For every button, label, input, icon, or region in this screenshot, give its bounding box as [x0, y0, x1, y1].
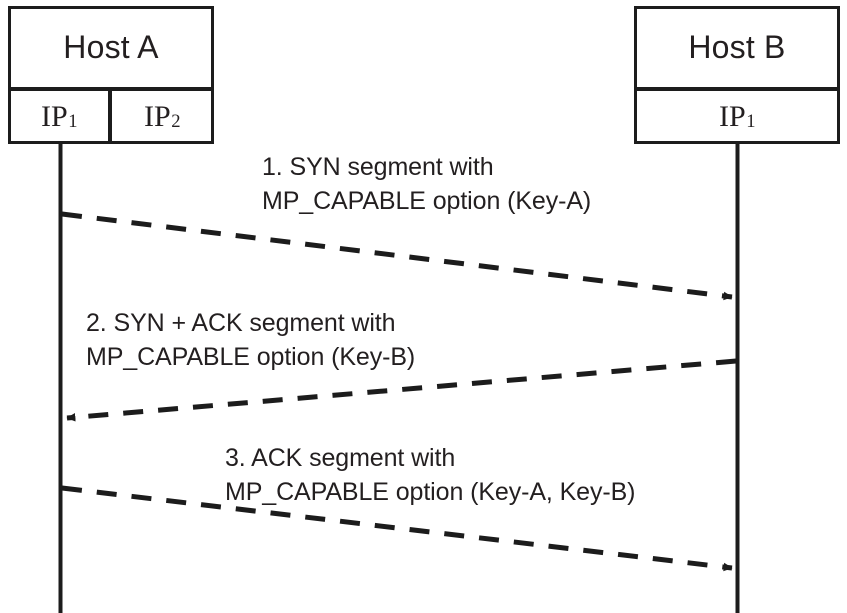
host-a-address-ip2-label: IP: [144, 99, 171, 133]
message-arrow-1: [61, 211, 733, 301]
message-label-1-line2: MP_CAPABLE option (Key-A): [262, 187, 592, 215]
message-label-3-line2: MP_CAPABLE option (Key-A, Key-B): [225, 478, 636, 506]
host-b-title-divider: [634, 87, 840, 91]
message-label-3: 3. ACK segment with MP_CAPABLE option (K…: [225, 441, 635, 509]
host-b-title: Host B: [688, 29, 786, 65]
message-label-2-line2: MP_CAPABLE option (Key-B): [86, 343, 416, 371]
host-a-ip-divider: [108, 89, 112, 144]
host-a-address-ip1-label: IP: [41, 99, 68, 133]
message-label-1: 1. SYN segment with MP_CAPABLE option (K…: [262, 150, 591, 218]
message-arrow-2: [66, 358, 737, 422]
message-label-1-line1: 1. SYN segment with: [262, 153, 494, 181]
message-arrow-3: [61, 485, 733, 572]
host-a-title: Host A: [63, 29, 159, 65]
message-label-3-line1: 3. ACK segment with: [225, 444, 456, 472]
host-b-box: [634, 6, 840, 144]
message-label-2-line1: 2. SYN + ACK segment with: [86, 309, 396, 337]
message-label-2: 2. SYN + ACK segment with MP_CAPABLE opt…: [86, 306, 415, 374]
host-b-address-ip1-label: IP: [719, 99, 746, 133]
